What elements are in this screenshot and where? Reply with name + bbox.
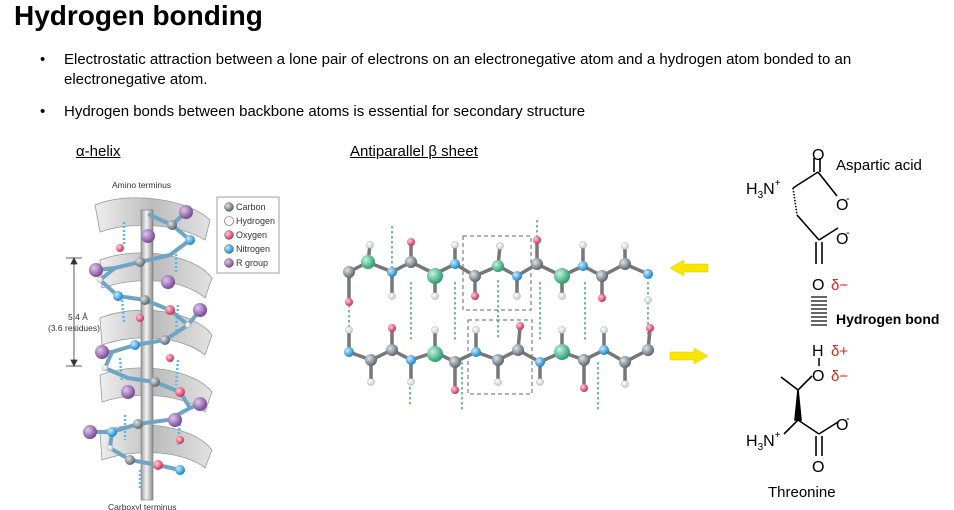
legend-item: Hydrogen — [224, 216, 275, 226]
legend-item: Nitrogen — [224, 244, 270, 254]
oxygen-top: O — [812, 147, 824, 164]
arrow-left-icon — [669, 259, 709, 277]
oxygen-carboxyl: O — [836, 197, 848, 214]
oxygen-threonine-carboxyl: O — [836, 417, 848, 434]
legend-label: Carbon — [236, 202, 266, 212]
oxygen-acceptor: O — [812, 277, 824, 294]
threonine-bonds — [780, 375, 839, 456]
bullet-symbol: • — [40, 103, 46, 120]
legend-item: Carbon — [224, 202, 266, 212]
alpha-helix-caption: α-helix — [76, 143, 121, 160]
legend-swatch-r-group — [224, 258, 234, 268]
oxygen-side-chain: O — [836, 231, 848, 248]
oxygen-side-chain-charge: - — [846, 227, 850, 239]
alpha-helix-model: Amino terminus Carboxyl terminus — [48, 180, 213, 510]
bullet-text: Electrostatic attraction between a lone … — [64, 51, 852, 88]
h3n-top-label: H3N+ — [746, 178, 781, 201]
helix-atoms — [83, 205, 207, 475]
hydrogen-bond-structure: Aspartic acid H3N+ O O - O - O δ− — [746, 147, 939, 501]
oxygen-threonine-bottom: O — [812, 459, 824, 476]
residues-label: (3.6 residues) — [48, 323, 100, 333]
upper-strand-atoms — [343, 236, 653, 306]
legend-label: Nitrogen — [236, 244, 270, 254]
legend-label: Hydrogen — [236, 216, 275, 226]
pitch-marker — [66, 257, 82, 367]
atom-legend: Carbon Hydrogen Oxygen Nitrogen R group — [216, 196, 280, 274]
arrow-right-icon — [669, 347, 709, 365]
legend-item: R group — [224, 258, 268, 268]
legend-swatch-carbon — [224, 202, 234, 212]
threonine-label: Threonine — [768, 484, 836, 501]
legend-swatch-hydrogen — [224, 216, 234, 226]
bullet-symbol: • — [40, 51, 46, 68]
delta-minus-top: δ− — [831, 277, 848, 294]
strand-direction-arrows — [669, 259, 709, 365]
pitch-label: 5.4 Å — [68, 312, 88, 322]
bullet-text: Hydrogen bonds between backbone atoms is… — [64, 103, 586, 120]
oxygen-threonine-charge: - — [846, 413, 850, 425]
oxygen-threonine: O — [812, 368, 824, 385]
oxygen-charge: - — [846, 193, 850, 205]
hydrogen-bond-label: Hydrogen bond — [836, 311, 939, 327]
legend-item: Oxygen — [224, 230, 267, 240]
beta-sheet-model — [343, 220, 654, 412]
aspartic-acid-label: Aspartic acid — [836, 157, 922, 174]
delta-plus: δ+ — [831, 343, 848, 360]
delta-minus-bottom: δ− — [831, 368, 848, 385]
legend-label: R group — [236, 258, 268, 268]
legend-swatch-nitrogen — [224, 244, 234, 254]
aspartic-acid-bonds — [792, 158, 839, 264]
amino-terminus-label: Amino terminus — [112, 180, 171, 190]
h3n-bottom-label: H3N+ — [746, 430, 781, 453]
carboxyl-terminus-label: Carboxyl terminus — [108, 502, 177, 510]
legend-label: Oxygen — [236, 230, 267, 240]
beta-sheet-caption: Antiparallel β sheet — [350, 143, 478, 160]
hydrogen-bond-line — [811, 296, 827, 326]
legend-swatch-oxygen — [224, 230, 234, 240]
lower-strand-atoms — [344, 322, 654, 394]
helix-axis-rod — [140, 209, 154, 501]
page-title: Hydrogen bonding — [14, 0, 263, 31]
hydrogen-donor: H — [812, 343, 824, 360]
